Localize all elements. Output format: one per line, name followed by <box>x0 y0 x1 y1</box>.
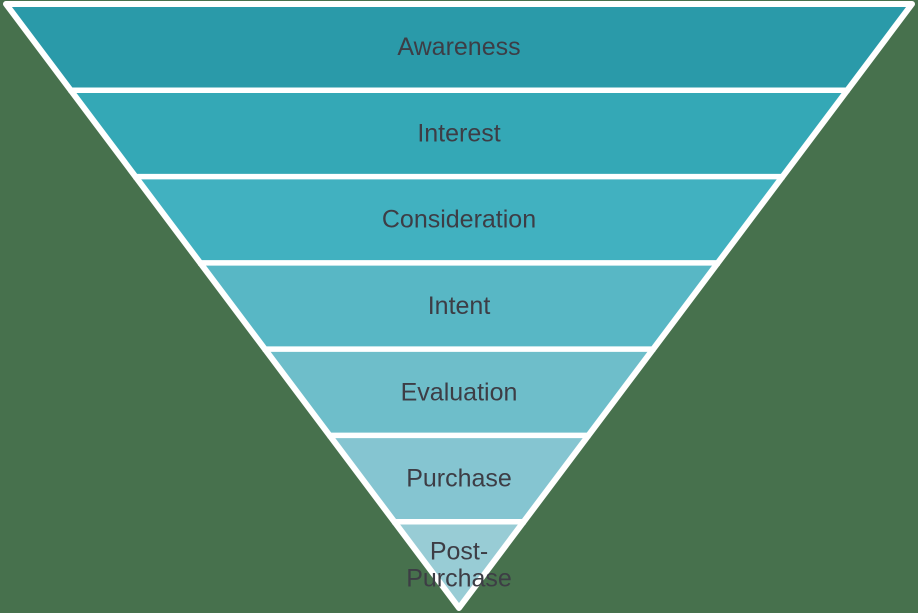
stage-label-purchase: Purchase <box>406 465 512 493</box>
funnel-stage-awareness <box>6 4 912 91</box>
funnel-stage-interest <box>70 90 848 177</box>
funnel-stage-intent <box>200 262 718 350</box>
funnel-stage-consideration <box>135 176 783 263</box>
funnel-outline <box>3 1 915 611</box>
funnel-stage-purchase <box>329 435 589 522</box>
funnel-stage-evaluation <box>264 349 654 436</box>
funnel-stage-post-purchase <box>394 521 524 608</box>
stage-label-intent: Intent <box>428 292 491 320</box>
stage-label-awareness: Awareness <box>397 33 520 61</box>
stage-label-interest: Interest <box>417 119 500 147</box>
stage-label-consideration: Consideration <box>382 206 536 234</box>
stage-label-post-purchase: Purchase <box>406 564 512 592</box>
stage-label-post-purchase: Post- <box>430 537 488 565</box>
stage-label-evaluation: Evaluation <box>401 378 518 406</box>
